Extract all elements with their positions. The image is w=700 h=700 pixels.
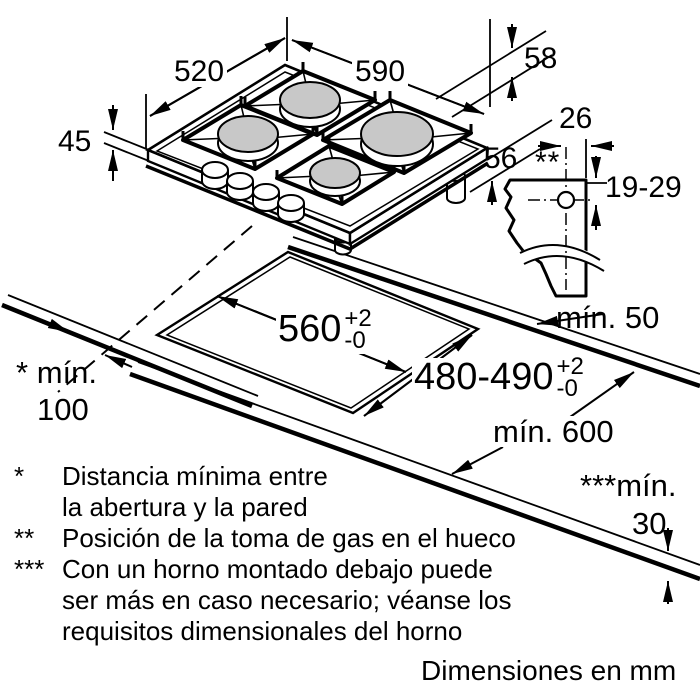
- gas-connection-detail: [503, 139, 614, 298]
- cutout-inner: [165, 256, 471, 409]
- footnote-marker: *: [14, 461, 25, 491]
- dim-label-min-100: * mín. 100: [16, 357, 97, 425]
- tol-minus: -0: [344, 327, 366, 355]
- min-word: mín.: [616, 468, 677, 503]
- knob: [201, 161, 229, 190]
- footnote-text: Posición de la toma de gas en el hueco: [62, 523, 516, 553]
- break-line-1: [519, 244, 601, 261]
- footnote-row: *** Con un horno montado debajo puede: [14, 554, 516, 585]
- dim-min600-arrow1: [562, 371, 635, 423]
- tol-plus: +2: [344, 305, 372, 332]
- min-100-value: 100: [37, 392, 89, 427]
- tolerance-560: +2-0: [344, 305, 372, 355]
- break-line-2: [523, 255, 605, 272]
- worktop-front-edge-thin: [137, 361, 700, 566]
- hob-bottom-profile: [145, 161, 489, 251]
- dim-label-560: 560+2-0: [276, 305, 374, 355]
- dim-min100-arrow2: [104, 354, 133, 369]
- tolerance-480: +2-0: [556, 353, 584, 403]
- footnote-row: ** Posición de la toma de gas en el huec…: [14, 523, 516, 554]
- footnote-text: la abertura y la pared: [62, 492, 308, 522]
- footnote-text: ser más en caso necesario; véanse los: [62, 585, 512, 615]
- knob: [226, 172, 254, 201]
- tol-plus: +2: [556, 353, 584, 380]
- dim-min50-arrow: [536, 313, 604, 326]
- ext-58-top: [435, 30, 547, 100]
- burner: [279, 81, 341, 128]
- ext-45-bot: [103, 142, 150, 162]
- burners: [217, 81, 434, 197]
- asterisk-marker: *: [16, 355, 29, 390]
- cutout-depth-value: 480-490: [414, 356, 554, 398]
- gas-connection-point: [556, 190, 576, 210]
- triple-asterisk-marker: ***: [580, 468, 617, 503]
- gas-position-marker: **: [535, 146, 561, 179]
- dim-label-19-29: 19-29: [605, 171, 682, 204]
- dim-min600-arrow2: [451, 446, 504, 475]
- min-word: mín.: [36, 355, 97, 390]
- dim-label-min-30: ***mín. 30: [580, 470, 677, 539]
- dim-label-min-600: mín. 600: [490, 416, 617, 447]
- burner: [217, 115, 279, 162]
- hob-knobs: [201, 161, 305, 223]
- knob: [277, 194, 305, 223]
- footnote-marker-empty: [14, 492, 62, 523]
- dim-label-26: 26: [559, 102, 593, 135]
- ext-56-bot: [469, 148, 541, 193]
- burner: [360, 111, 434, 167]
- worktop-rear-edge-thick: [287, 244, 700, 389]
- dim-label-min-50: mín. 50: [556, 300, 660, 335]
- footnote-marker: **: [14, 523, 35, 553]
- footnote-row: * Distancia mínima entre: [14, 461, 516, 492]
- footnotes: * Distancia mínima entre la abertura y l…: [14, 461, 516, 647]
- wall-edge-thin: [7, 294, 259, 397]
- projection-dashed-line: [57, 225, 253, 393]
- min-30-line1: ***mín.: [580, 468, 677, 503]
- footnote-row: ser más en caso necesario; véanse los: [14, 585, 516, 616]
- footnote-text: Distancia mínima entre: [62, 461, 328, 491]
- dim-label-590: 590: [352, 57, 409, 87]
- support-corner-tabs: [181, 62, 473, 204]
- cutout-width-value: 560: [278, 308, 342, 350]
- burner: [309, 157, 361, 197]
- min-30-value: 30: [632, 506, 667, 541]
- tol-minus: -0: [556, 375, 578, 403]
- knob: [252, 183, 280, 212]
- footnote-row: requisitos dimensionales del horno: [14, 616, 516, 647]
- dim-label-58: 58: [524, 42, 558, 75]
- dim-label-56: 56: [484, 142, 518, 175]
- footnote-text: Con un horno montado debajo puede: [62, 554, 493, 584]
- dim-label-45: 45: [58, 125, 92, 158]
- footnote-text: requisitos dimensionales del horno: [62, 616, 463, 646]
- worktop-rear-edge-thin: [292, 236, 700, 375]
- footnote-row: la abertura y la pared: [14, 492, 516, 523]
- units-caption: Dimensiones en mm: [421, 655, 677, 686]
- ext-45-top: [103, 131, 150, 151]
- dim-label-520: 520: [171, 57, 228, 87]
- worktop-front-edge-thick: [129, 371, 700, 582]
- hob: [145, 62, 490, 256]
- ext-56-top: [486, 119, 553, 161]
- dim-label-480-490: 480-490+2-0: [412, 353, 586, 403]
- dim-min100-arrow1: [41, 318, 70, 333]
- footnote-marker-empty: [14, 616, 62, 647]
- footnote-marker: ***: [14, 554, 45, 584]
- min-100-line1: * mín.: [16, 355, 97, 390]
- footnote-marker-empty: [14, 585, 62, 616]
